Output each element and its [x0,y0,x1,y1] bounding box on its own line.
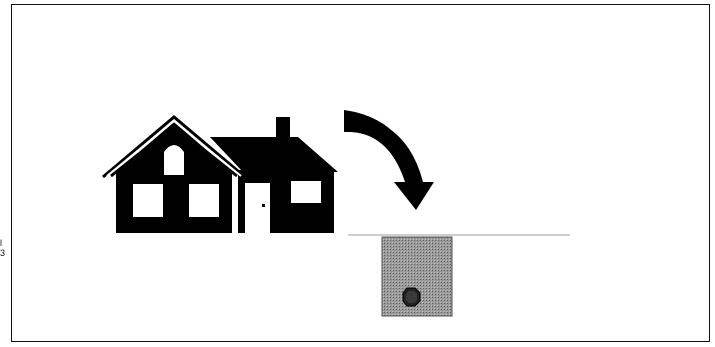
attic-window [164,145,184,175]
window-middle [189,184,219,217]
roof-white-line [106,119,242,177]
window-left [133,184,163,217]
window-right [291,181,321,203]
edge-text-line-2: 3 [0,248,6,258]
pit-object-inner [406,291,417,303]
roof-inner-line [110,124,238,178]
underground-pit-icon [381,236,453,317]
edge-text-fragment: l 3 [0,238,5,258]
chimney [276,117,290,139]
curved-arrow-down-icon [344,110,434,210]
right-roof [210,137,338,172]
diagram-frame [11,4,710,342]
edge-text-line-1: l [0,238,2,248]
roof-outer-line [102,115,246,179]
arrow-fill [344,116,434,210]
door [245,183,270,233]
house-icon [102,115,338,233]
door-knob [262,204,265,207]
